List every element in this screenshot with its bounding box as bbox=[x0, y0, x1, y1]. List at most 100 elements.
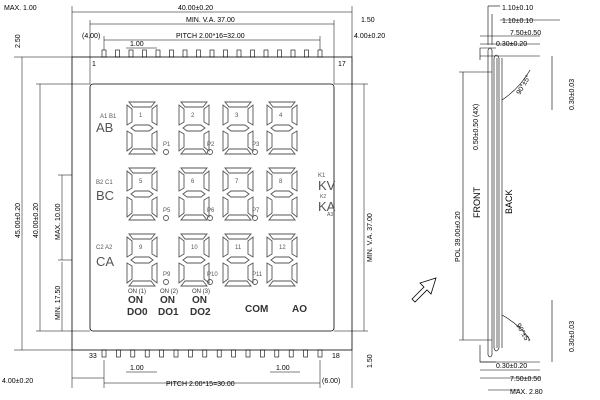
dim-4-00-paren: (4.00) bbox=[82, 33, 100, 40]
label-on-big-2: ON bbox=[160, 295, 175, 306]
dim-1-00-bot2: 1.00 bbox=[276, 365, 290, 372]
decimal-point bbox=[163, 215, 169, 221]
digit-number-label: 3 bbox=[235, 113, 239, 119]
point-label: P9 bbox=[163, 272, 171, 278]
digit-number-label: 4 bbox=[279, 113, 283, 119]
segment bbox=[126, 104, 133, 126]
point-label: P10 bbox=[207, 272, 218, 278]
segment bbox=[180, 214, 208, 221]
side-view bbox=[459, 5, 560, 391]
segment bbox=[130, 190, 154, 198]
segment bbox=[270, 256, 294, 264]
digit-number-label: 11 bbox=[235, 245, 242, 251]
module-outline bbox=[71, 56, 353, 351]
bottom-pin bbox=[101, 349, 107, 358]
segment bbox=[151, 236, 158, 258]
segment bbox=[203, 196, 210, 218]
segment bbox=[130, 256, 154, 264]
dim-pol-39: POL 39.00±0.20 bbox=[455, 211, 462, 262]
top-pin bbox=[277, 49, 282, 58]
segment bbox=[266, 130, 273, 152]
segment bbox=[247, 236, 254, 258]
segment bbox=[128, 214, 156, 221]
dim-pitch-top: PITCH 2.00*16=32.00 bbox=[176, 33, 245, 40]
segment bbox=[268, 148, 296, 155]
dim-side-7-50-bot: 7.50±0.50 bbox=[510, 376, 541, 383]
segment bbox=[178, 236, 185, 258]
dim-angle-top: 90°±5° bbox=[515, 74, 533, 96]
top-pin bbox=[128, 49, 134, 58]
point-label: P3 bbox=[252, 142, 260, 148]
segment bbox=[203, 130, 210, 152]
segment bbox=[178, 130, 185, 152]
bottom-pin bbox=[188, 349, 193, 358]
segment bbox=[222, 236, 229, 258]
seven-segment-digit: 3 bbox=[222, 101, 254, 155]
top-pin-row bbox=[101, 49, 323, 58]
segment bbox=[126, 196, 133, 218]
segment bbox=[226, 190, 250, 198]
display-labels: A1 B1 AB B2 C1 BC C2 A2 CA K1 KV K2 KA A… bbox=[96, 114, 336, 318]
label-ab: AB bbox=[96, 120, 113, 135]
segment bbox=[126, 236, 133, 258]
segment bbox=[180, 148, 208, 155]
top-pin bbox=[169, 49, 174, 58]
top-pin bbox=[209, 49, 215, 58]
segment bbox=[128, 167, 156, 174]
dim-max-10: MAX. 10.00 bbox=[55, 203, 62, 240]
segment bbox=[291, 262, 298, 284]
segment bbox=[203, 262, 210, 284]
segment bbox=[291, 104, 298, 126]
decimal-point bbox=[207, 279, 213, 285]
segment bbox=[247, 262, 254, 284]
digit-number-label: 1 bbox=[139, 113, 143, 119]
segment bbox=[180, 280, 208, 287]
top-pin bbox=[236, 49, 242, 58]
digit-number-label: 12 bbox=[279, 245, 286, 251]
segment bbox=[182, 190, 206, 198]
digit-number-label: 8 bbox=[279, 179, 283, 185]
label-front: FRONT bbox=[472, 187, 482, 218]
dim-4-00-top: 4.00±0.20 bbox=[354, 33, 385, 40]
dim-6-00-paren: (6.00) bbox=[322, 378, 340, 385]
segment bbox=[247, 170, 254, 192]
dim-45: 45.00±0.20 bbox=[15, 203, 22, 238]
seven-segment-digit: 10 bbox=[178, 233, 210, 287]
seven-segment-digit: 6 bbox=[178, 167, 210, 221]
pin-33-label: 33 bbox=[89, 353, 97, 360]
label-ao: AO bbox=[292, 304, 307, 315]
segment bbox=[291, 196, 298, 218]
decimal-point bbox=[252, 149, 258, 155]
label-do1: DO1 bbox=[158, 307, 179, 318]
segment bbox=[222, 170, 229, 192]
pin-17-label: 17 bbox=[338, 61, 346, 68]
segment bbox=[203, 104, 210, 126]
decimal-point bbox=[163, 149, 169, 155]
label-on-big-1: ON bbox=[128, 295, 143, 306]
segment bbox=[224, 233, 252, 240]
segment bbox=[203, 170, 210, 192]
digit-number-label: 10 bbox=[191, 245, 198, 251]
segment bbox=[128, 280, 156, 287]
dim-side-0-30-03-top: 0.30±0.03 bbox=[569, 79, 576, 110]
bottom-pin-row bbox=[101, 349, 323, 358]
label-on-big-3: ON bbox=[192, 295, 207, 306]
segment bbox=[126, 130, 133, 152]
dim-side-7-50-top: 7.50±0.50 bbox=[510, 30, 541, 37]
label-k1: K1 bbox=[318, 173, 326, 179]
label-bc: BC bbox=[96, 188, 114, 203]
point-label: P6 bbox=[207, 208, 215, 214]
dim-pitch-bot: PITCH 2.00*15=30.00 bbox=[166, 381, 235, 388]
segment bbox=[266, 196, 273, 218]
segment bbox=[151, 170, 158, 192]
segment bbox=[128, 233, 156, 240]
seven-segment-digit: 4 bbox=[266, 101, 298, 155]
top-pin bbox=[115, 49, 120, 58]
segment bbox=[151, 262, 158, 284]
bottom-pin bbox=[274, 349, 280, 358]
segment bbox=[126, 170, 133, 192]
pin-1-label: 1 bbox=[92, 61, 96, 68]
dim-side-0-30-bot: 0.30±0.20 bbox=[496, 363, 527, 370]
segment bbox=[178, 196, 185, 218]
